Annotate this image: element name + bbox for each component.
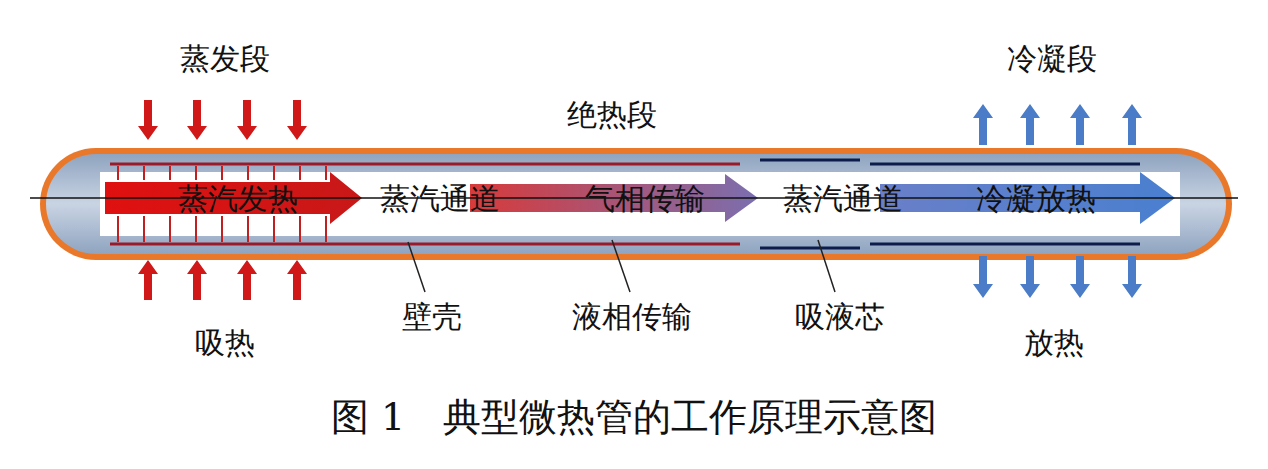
- heat-label: 吸热: [195, 326, 255, 359]
- heat-arrow: [1020, 256, 1040, 298]
- channel-name: 蒸汽通道: [380, 182, 500, 215]
- heat-arrow: [138, 260, 158, 300]
- vapor-channel: [100, 172, 1180, 236]
- section-name: 绝热段: [567, 98, 657, 131]
- heat-arrow: [973, 104, 993, 145]
- heat-arrow: [237, 260, 257, 300]
- wick: [46, 154, 1226, 254]
- heat-arrow: [1020, 104, 1040, 145]
- part-name: 液相传输: [572, 300, 692, 333]
- heat-arrow: [973, 256, 993, 298]
- section-name: 冷凝段: [1007, 42, 1097, 75]
- heat-arrow: [138, 100, 158, 140]
- heat-label: 放热: [1024, 326, 1084, 359]
- process-name: 蒸汽发热: [178, 182, 298, 215]
- part-name: 壁壳: [402, 300, 462, 333]
- heat-arrow: [187, 260, 207, 300]
- heat-arrow: [237, 100, 257, 140]
- heat-arrow: [287, 100, 307, 140]
- part-name: 吸液芯: [795, 300, 885, 333]
- heat-arrow: [1070, 104, 1090, 145]
- leader-line: [408, 242, 425, 292]
- leader-line: [818, 240, 835, 292]
- heat-arrow: [187, 100, 207, 140]
- channel-name: 蒸汽通道: [783, 182, 903, 215]
- process-name: 气相传输: [585, 182, 705, 215]
- pipe-wall: [40, 148, 1232, 260]
- heat-arrow: [1070, 256, 1090, 298]
- heat-arrow: [287, 260, 307, 300]
- process-name: 冷凝放热: [976, 182, 1096, 215]
- figure-caption: 图 1 典型微热管的工作原理示意图: [331, 397, 937, 439]
- leader-line: [612, 240, 630, 292]
- heat-arrow: [1122, 104, 1142, 145]
- section-name: 蒸发段: [180, 42, 270, 75]
- heat-arrow: [1122, 256, 1142, 298]
